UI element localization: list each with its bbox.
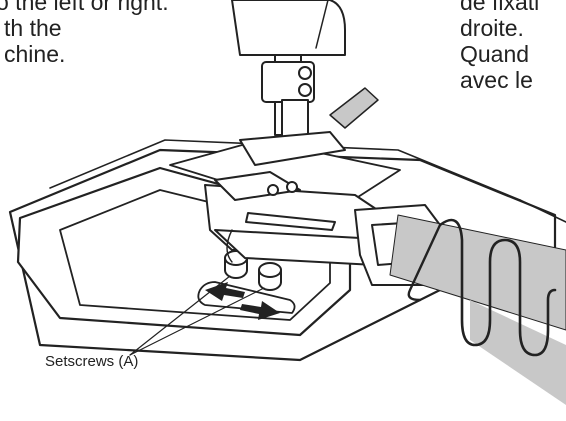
- binder-slot: [245, 212, 336, 231]
- binder-screw-icon: [267, 184, 279, 196]
- machine-arm: [231, 0, 346, 56]
- attachment-arm-curve: [226, 229, 233, 263]
- left-arrow-icon: [205, 282, 245, 301]
- setscrew-right-icon: [258, 262, 282, 291]
- right-arrow-icon: [240, 301, 280, 320]
- french-line-4: avec le: [460, 67, 533, 93]
- wire-guide: [438, 218, 557, 357]
- tape-upper: [329, 87, 379, 129]
- callout-line-right: [129, 287, 265, 356]
- clamp-screw-icon: [298, 83, 312, 97]
- english-line-2: th the: [4, 15, 62, 41]
- french-line-1: de fixati: [460, 0, 540, 15]
- binder-screw-icon: [286, 181, 298, 193]
- wire-guide-stem: [407, 223, 442, 302]
- french-instruction-text: de fixati droite. Quand avec le: [460, 0, 539, 93]
- english-line-1: o the left or right.: [0, 0, 169, 15]
- tape-tail: [470, 300, 566, 405]
- callout-line-left: [129, 275, 231, 356]
- english-instruction-text: o the left or right. th the chine.: [0, 0, 169, 67]
- binder-top-plate: [214, 171, 301, 201]
- pointer-line: [315, 0, 329, 49]
- presser-foot: [239, 131, 346, 166]
- english-line-3: chine.: [4, 41, 66, 67]
- tape-lower: [389, 214, 566, 331]
- french-line-3: Quand: [460, 41, 530, 67]
- bed-edge-line: [519, 199, 566, 223]
- french-line-2: droite.: [460, 15, 524, 41]
- clamp-screw-icon: [298, 66, 312, 80]
- setscrews-callout-label: Setscrews (A): [45, 353, 139, 370]
